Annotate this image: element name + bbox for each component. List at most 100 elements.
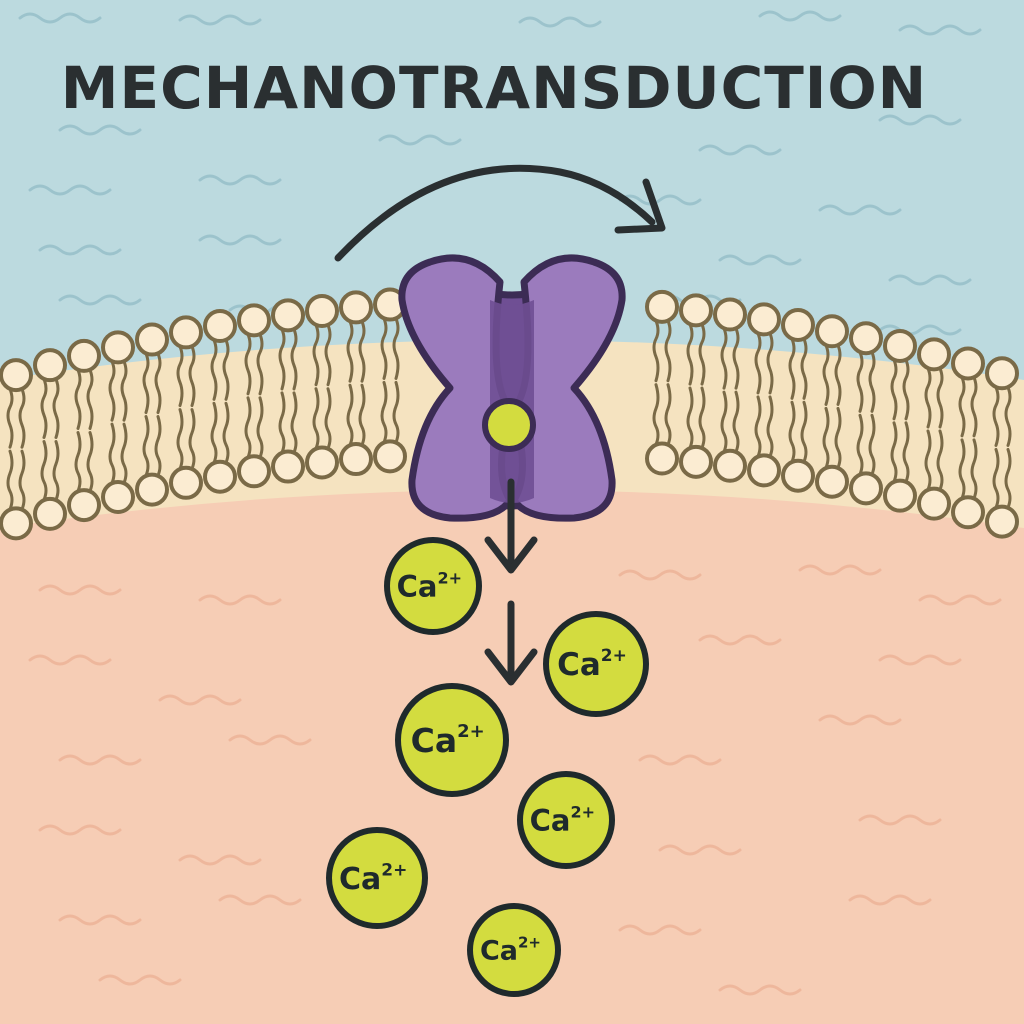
- lipid-tail: [992, 447, 1000, 510]
- wave-line: [38, 584, 122, 596]
- wave-line: [58, 124, 142, 136]
- wave-line: [848, 894, 932, 906]
- lipid-tail: [120, 422, 128, 485]
- lipid-tail: [822, 406, 830, 470]
- ion-symbol: Ca: [397, 569, 438, 603]
- ion-symbol: Ca: [480, 936, 518, 967]
- wave-line: [698, 144, 782, 156]
- ion-symbol: Ca: [530, 803, 571, 837]
- phospholipid-head: [101, 480, 135, 515]
- lipid-tail: [856, 413, 864, 476]
- lipid-tail: [720, 327, 728, 390]
- phospholipid-head: [645, 441, 679, 476]
- lipid-tail: [312, 323, 320, 387]
- lipid-tail: [754, 395, 762, 458]
- lipid-tail: [890, 421, 898, 484]
- lipid-tail: [890, 358, 898, 421]
- lipid-tail: [40, 377, 48, 440]
- lipid-tail: [992, 385, 1000, 447]
- lipid-tail: [664, 383, 672, 447]
- phospholipid-head: [713, 297, 747, 332]
- ion-label: Ca2+: [339, 860, 407, 897]
- curved-arrow-icon: [334, 164, 666, 262]
- wave-line: [638, 754, 722, 766]
- wave-line: [818, 204, 902, 216]
- wave-line: [798, 564, 882, 576]
- phospholipid-head: [815, 314, 849, 349]
- lipid-tail: [834, 343, 842, 406]
- lipid-tail: [868, 350, 876, 413]
- wave-line: [198, 594, 282, 606]
- wave-line: [178, 14, 262, 26]
- phospholipid-head: [883, 328, 917, 363]
- ion-label: Ca2+: [480, 934, 541, 967]
- lipid-tail: [52, 377, 60, 440]
- ion-circle: [467, 903, 561, 997]
- phospholipid-head: [951, 346, 985, 381]
- lipid-tail: [176, 344, 184, 408]
- wave-line: [618, 924, 702, 936]
- lipid-tail: [800, 400, 808, 464]
- ion-channel: [398, 254, 626, 522]
- phospholipid-head: [339, 290, 373, 325]
- wave-line: [898, 24, 982, 36]
- phospholipid-head: [0, 358, 33, 393]
- ion-charge: 2+: [381, 860, 407, 880]
- ion-circle: [517, 771, 615, 869]
- phospholipid-head: [747, 302, 781, 337]
- lipid-tail: [244, 332, 252, 396]
- phospholipid-head: [135, 322, 169, 357]
- lipid-tail: [74, 368, 82, 431]
- phospholipid-head: [917, 337, 951, 372]
- lipid-tail: [154, 415, 162, 478]
- lipid-tail: [142, 415, 150, 478]
- lipid-tail: [86, 368, 94, 431]
- wave-line: [28, 184, 112, 196]
- phospholipid-head: [849, 321, 883, 356]
- phospholipid-head: [0, 506, 33, 541]
- phospholipid-head: [101, 330, 135, 365]
- wave-line: [698, 634, 782, 646]
- ion-charge: 2+: [457, 721, 485, 742]
- channel-bound-ion: [482, 398, 536, 452]
- ion-circle: [395, 683, 509, 797]
- lipid-tail: [902, 421, 910, 484]
- calcium-ion: Ca2+: [326, 827, 428, 929]
- lipid-tail: [732, 390, 740, 454]
- lipid-tail: [856, 350, 864, 413]
- ion-circle: [384, 537, 482, 635]
- wave-line: [878, 324, 962, 336]
- ion-symbol: Ca: [557, 647, 601, 683]
- lipid-tail: [188, 408, 196, 471]
- lipid-tail: [380, 317, 388, 380]
- lipid-tail: [788, 400, 796, 464]
- wave-line: [18, 12, 102, 24]
- lipid-tail: [958, 438, 966, 500]
- wave-line: [158, 694, 242, 706]
- lipid-tail: [324, 387, 332, 450]
- lipid-tail: [256, 396, 264, 459]
- calcium-ions: Ca2+Ca2+Ca2+Ca2+Ca2+Ca2+: [326, 537, 649, 997]
- lipid-tail: [290, 327, 298, 391]
- lipid-tail: [52, 440, 60, 502]
- ion-symbol: Ca: [411, 721, 458, 760]
- ion-label: Ca2+: [530, 802, 595, 837]
- wave-line: [98, 974, 182, 986]
- lipid-tail: [256, 332, 264, 396]
- lipid-tail: [358, 383, 366, 447]
- wave-line: [228, 734, 312, 746]
- phospholipid-head: [67, 488, 101, 523]
- lipid-tail: [664, 319, 672, 383]
- phospholipid-head: [237, 454, 271, 489]
- lipid-tail: [188, 344, 196, 408]
- ion-symbol: Ca: [339, 862, 381, 897]
- lipid-tail: [142, 352, 150, 415]
- lipid-tail: [18, 449, 26, 511]
- calcium-ion: Ca2+: [543, 611, 649, 717]
- lipid-tail: [800, 337, 808, 400]
- lipid-tail: [652, 319, 660, 383]
- lipid-tail: [6, 449, 14, 511]
- phospholipid-head: [985, 504, 1019, 539]
- lipid-tail: [324, 323, 332, 387]
- ion-label: Ca2+: [557, 646, 627, 683]
